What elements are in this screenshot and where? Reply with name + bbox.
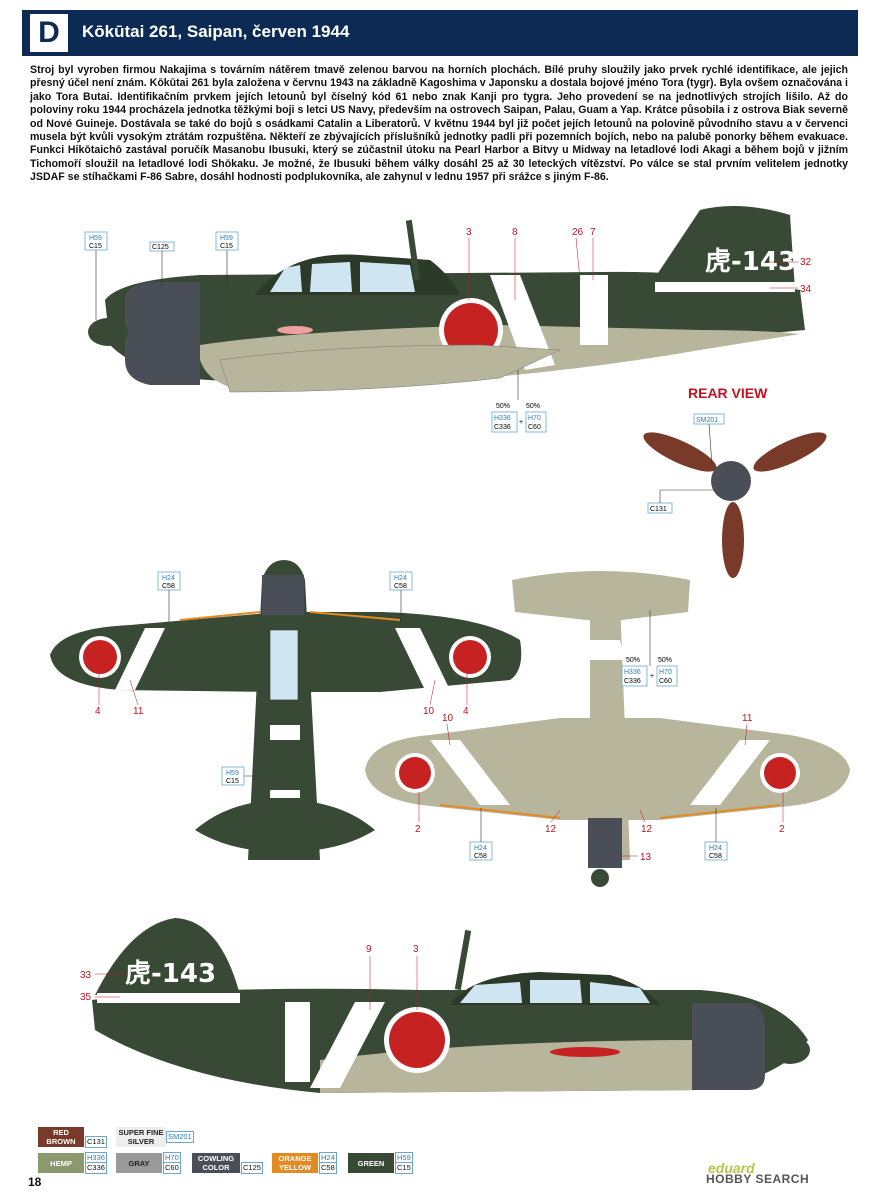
- svg-text:3: 3: [466, 227, 472, 238]
- svg-text:H59: H59: [89, 235, 102, 242]
- svg-text:50%: 50%: [496, 403, 510, 410]
- swatch-cowling: COWLING COLOR: [192, 1153, 240, 1173]
- callouts-right-side: 33 35 9 3: [80, 944, 419, 1010]
- svg-text:2: 2: [779, 824, 785, 835]
- profile-title: Kōkūtai 261, Saipan, červen 1944: [82, 22, 350, 41]
- code-orange-c: C58: [319, 1162, 337, 1174]
- history-description: Stroj byl vyroben firmou Nakajima s tová…: [30, 64, 848, 184]
- svg-text:H24: H24: [394, 575, 407, 582]
- codes-top-view: H24 C58 H24 C58 H59 C15: [157, 571, 413, 786]
- svg-text:50%: 50%: [526, 403, 540, 410]
- svg-text:C60: C60: [528, 424, 541, 431]
- svg-text:34: 34: [800, 284, 812, 295]
- page-number: 18: [28, 1175, 42, 1189]
- color-legend: RED BROWN C131 SUPER FINE SILVER SM201 H…: [38, 1127, 438, 1175]
- code-green-c: C15: [395, 1162, 413, 1174]
- top-view-plan: [50, 560, 522, 860]
- code-gray-c: C60: [163, 1162, 181, 1174]
- bottom-view-plan: [365, 571, 850, 887]
- svg-text:C125: C125: [152, 244, 169, 251]
- tail-code-bottom: 虎-143: [125, 959, 216, 989]
- svg-text:H24: H24: [709, 845, 722, 852]
- svg-text:+: +: [650, 673, 654, 680]
- svg-text:3: 3: [413, 944, 419, 955]
- svg-text:+: +: [519, 419, 523, 426]
- svg-text:SM201: SM201: [696, 417, 718, 424]
- right-side-profile: 虎-143: [92, 918, 810, 1093]
- swatch-green: GREEN: [348, 1153, 394, 1173]
- svg-text:C131: C131: [650, 506, 667, 513]
- codes-top: H59 C15 C125 H59 C15 50% 50% H336 C336 +…: [84, 231, 547, 433]
- svg-text:C58: C58: [162, 583, 175, 590]
- svg-text:H24: H24: [162, 575, 175, 582]
- callouts-top: 3 8 26 7 32 34: [466, 227, 812, 300]
- swatch-hemp: HEMP: [38, 1153, 84, 1173]
- profile-letter: D: [30, 14, 68, 52]
- svg-text:C58: C58: [474, 853, 487, 860]
- svg-text:11: 11: [742, 713, 753, 724]
- svg-text:H59: H59: [220, 235, 233, 242]
- svg-text:50%: 50%: [626, 657, 640, 664]
- swatch-gray: GRAY: [116, 1153, 162, 1173]
- svg-text:C336: C336: [494, 424, 511, 431]
- svg-text:10: 10: [442, 713, 454, 724]
- svg-text:4: 4: [95, 706, 101, 717]
- svg-text:7: 7: [590, 227, 596, 238]
- svg-text:4: 4: [463, 706, 469, 717]
- svg-text:9: 9: [366, 944, 372, 955]
- svg-text:C15: C15: [226, 778, 239, 785]
- svg-text:C58: C58: [394, 583, 407, 590]
- svg-text:C15: C15: [220, 243, 233, 250]
- header-bar: D Kōkūtai 261, Saipan, červen 1944: [22, 10, 858, 56]
- svg-text:50%: 50%: [658, 657, 672, 664]
- svg-text:H70: H70: [528, 415, 541, 422]
- svg-text:35: 35: [80, 992, 92, 1003]
- code-cowling-c: C125: [241, 1162, 263, 1174]
- callouts-bottom-view: 10 11 2 2 12 12 13: [415, 713, 785, 863]
- swatch-super-fine-silver: SUPER FINE SILVER: [116, 1127, 166, 1147]
- watermark: HOBBY SEARCH: [706, 1172, 810, 1186]
- svg-text:26: 26: [572, 227, 584, 238]
- codes-bottom-view: 50% 50% H336 C336 + H70 C60 H24 C58 H24 …: [469, 610, 728, 861]
- svg-text:12: 12: [545, 824, 557, 835]
- rear-view-propeller: [643, 432, 827, 578]
- svg-text:C60: C60: [659, 678, 672, 685]
- rear-view-label: REAR VIEW: [688, 385, 768, 401]
- svg-text:12: 12: [641, 824, 653, 835]
- svg-text:11: 11: [133, 706, 144, 717]
- svg-text:C58: C58: [709, 853, 722, 860]
- svg-text:C15: C15: [89, 243, 102, 250]
- svg-text:H336: H336: [494, 415, 511, 422]
- callouts-top-view: 4 11 10 4: [95, 670, 469, 717]
- svg-text:C336: C336: [624, 678, 641, 685]
- code-silver: SM201: [166, 1131, 194, 1143]
- svg-text:33: 33: [80, 970, 92, 981]
- codes-rear: SM201 C131: [647, 413, 725, 514]
- svg-text:H70: H70: [659, 669, 672, 676]
- svg-text:H24: H24: [474, 845, 487, 852]
- swatch-red-brown: RED BROWN: [38, 1127, 84, 1147]
- svg-text:8: 8: [512, 227, 518, 238]
- svg-text:10: 10: [423, 706, 435, 717]
- svg-text:H336: H336: [624, 669, 641, 676]
- left-side-profile: 虎-143: [88, 206, 805, 393]
- code-red-brown: C131: [85, 1136, 107, 1148]
- svg-text:13: 13: [640, 852, 652, 863]
- svg-text:H59: H59: [226, 770, 239, 777]
- swatch-orange-yellow: ORANGE YELLOW: [272, 1153, 318, 1173]
- svg-text:2: 2: [415, 824, 421, 835]
- brand-logo: eduard: [708, 1160, 755, 1176]
- svg-text:32: 32: [800, 257, 812, 268]
- code-hemp-c: C336: [85, 1162, 107, 1174]
